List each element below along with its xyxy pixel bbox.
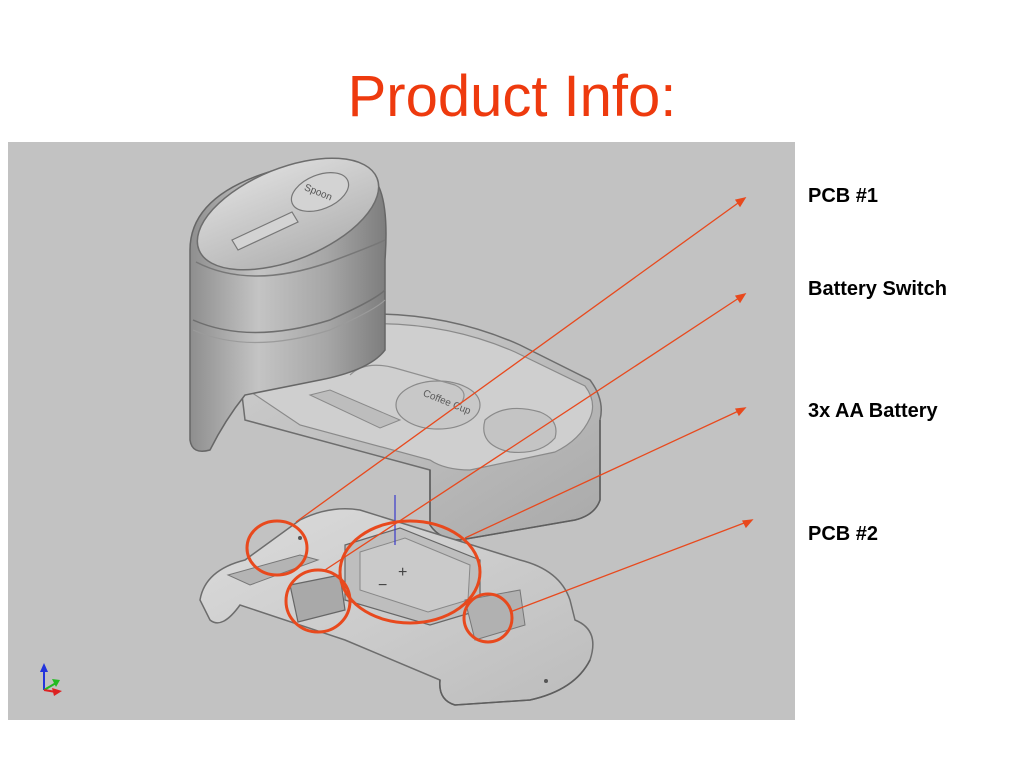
callout-label-battery: 3x AA Battery xyxy=(808,400,938,422)
callout-label-pcb-1: PCB #1 xyxy=(808,185,879,207)
callout-label-battery-switch: Battery Switch xyxy=(808,278,947,300)
cad-viewport xyxy=(8,142,795,720)
callout-label-pcb-2: PCB #2 xyxy=(808,523,879,545)
slide-title: Product Info: xyxy=(347,64,677,129)
